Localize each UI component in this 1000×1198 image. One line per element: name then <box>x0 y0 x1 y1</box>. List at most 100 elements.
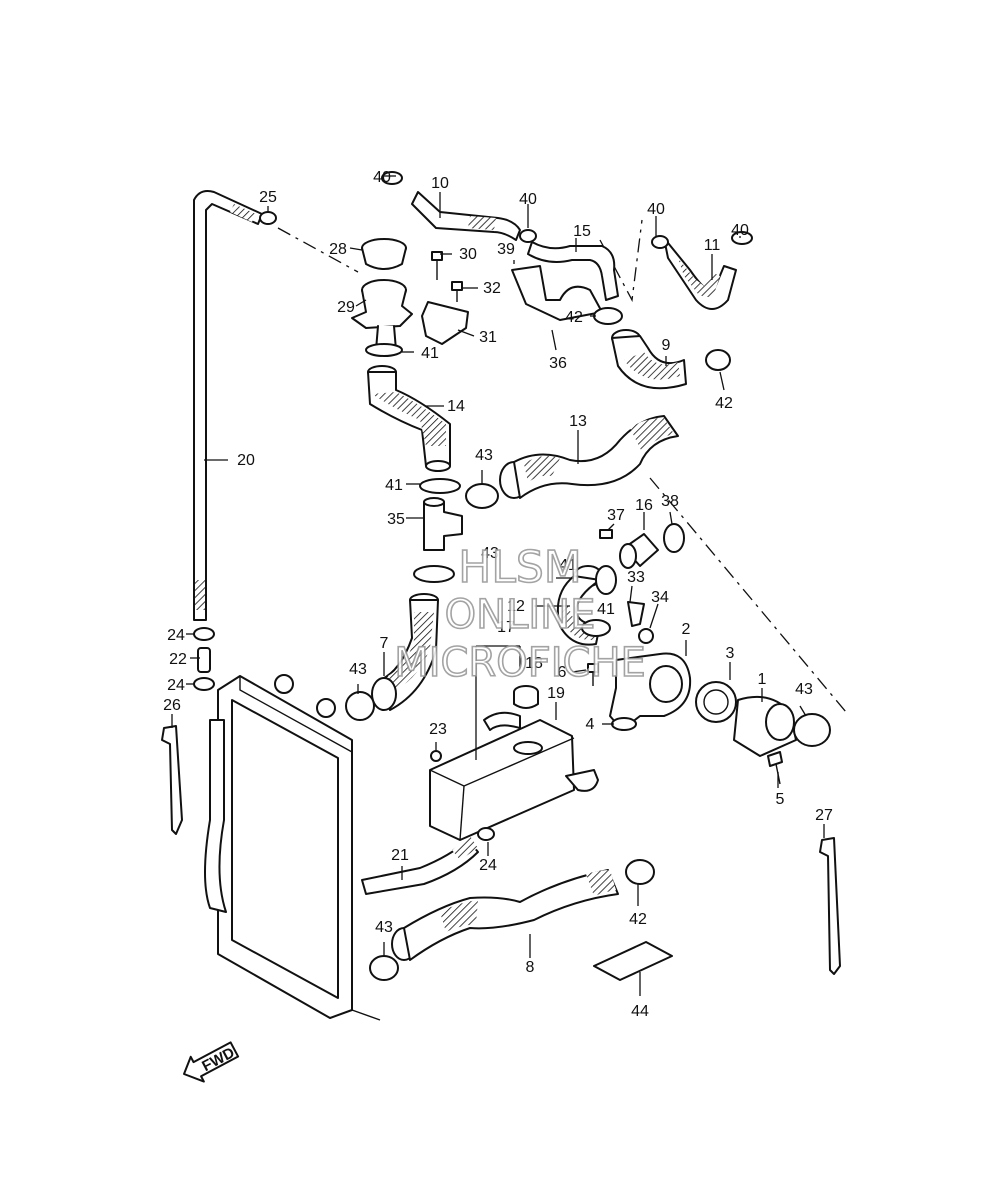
reference-line-13-43 <box>649 477 847 713</box>
callout-15: 15 <box>573 223 591 240</box>
cover-1 <box>733 696 797 757</box>
callout-36: 36 <box>549 355 567 372</box>
callout-43c: 43 <box>349 661 367 678</box>
callout-9: 9 <box>662 337 671 354</box>
bolt-5 <box>767 751 783 785</box>
tube-21 <box>204 719 479 913</box>
callout-24a: 24 <box>167 627 185 644</box>
callout-24b: 24 <box>167 677 185 694</box>
hose-9 <box>611 329 687 390</box>
callout-17: 17 <box>497 619 515 636</box>
callout-44: 44 <box>631 1003 649 1020</box>
fitting-16 <box>619 533 659 569</box>
callout-23: 23 <box>429 721 447 738</box>
callout-40d: 40 <box>731 222 749 239</box>
callout-18: 18 <box>525 655 543 672</box>
bracket-31 <box>421 301 469 345</box>
hose-13 <box>499 415 679 499</box>
callout-40c: 40 <box>647 201 665 218</box>
watermark: HLSM ONLINE MICROFICHE <box>393 541 646 687</box>
callout-labels: 1 2 3 4 5 6 7 8 9 10 11 12 13 14 15 16 1… <box>163 169 833 1020</box>
hose-14 <box>367 365 451 472</box>
callout-13: 13 <box>569 413 587 430</box>
callout-37: 37 <box>607 507 625 524</box>
callout-39: 39 <box>497 241 515 258</box>
o-ring-4 <box>611 717 637 731</box>
hose-7 <box>371 593 439 711</box>
hose-10 <box>411 191 521 241</box>
callout-6: 6 <box>558 664 567 681</box>
callout-34: 34 <box>651 589 669 606</box>
callout-25: 25 <box>259 189 277 206</box>
fwd-arrow: FWD <box>183 1041 240 1083</box>
label-44 <box>593 941 673 981</box>
sensor-33 <box>627 601 645 627</box>
callout-38: 38 <box>661 493 679 510</box>
tube-22 <box>197 647 211 673</box>
callout-16: 16 <box>635 497 653 514</box>
reservoir-17 <box>429 719 575 841</box>
callout-42c: 42 <box>629 911 647 928</box>
callout-7: 7 <box>380 635 389 652</box>
housing-29 <box>351 279 413 351</box>
callout-40a: 40 <box>373 169 391 186</box>
bolts-30-32 <box>431 251 463 302</box>
watermark-line-3: MICROFICHE <box>394 640 646 686</box>
o-ring-38 <box>663 523 685 553</box>
hose-11 <box>663 237 737 310</box>
callout-29: 29 <box>337 299 355 316</box>
callout-2: 2 <box>682 621 691 638</box>
callout-26: 26 <box>163 697 181 714</box>
callout-32: 32 <box>483 280 501 297</box>
callout-43a: 43 <box>475 447 493 464</box>
callout-1: 1 <box>758 671 767 688</box>
cap-28 <box>361 238 407 270</box>
callout-43d: 43 <box>795 681 813 698</box>
radiator <box>217 674 381 1021</box>
fitting-35 <box>423 497 463 551</box>
bolt-6 <box>587 663 599 686</box>
callout-41a: 41 <box>421 345 439 362</box>
overflow-tube-20 <box>193 190 263 621</box>
hose-8 <box>391 869 619 961</box>
thermostat-3 <box>695 681 737 723</box>
callout-20: 20 <box>237 452 255 469</box>
callout-41b: 41 <box>385 477 403 494</box>
callout-35: 35 <box>387 511 405 528</box>
watermark-line-2: ONLINE <box>445 592 596 638</box>
washer-34 <box>638 628 654 644</box>
callout-42b: 42 <box>715 395 733 412</box>
clamps <box>193 171 831 981</box>
watermark-line-1: HLSM <box>458 542 582 593</box>
callout-5: 5 <box>776 791 785 808</box>
housing-2 <box>609 652 692 731</box>
callout-8: 8 <box>526 959 535 976</box>
callout-43e: 43 <box>375 919 393 936</box>
callout-40b: 40 <box>519 191 537 208</box>
clip-26 <box>161 725 183 835</box>
callout-24c: 24 <box>479 857 497 874</box>
callout-21: 21 <box>391 847 409 864</box>
callout-14: 14 <box>447 398 465 415</box>
callout-22: 22 <box>169 651 187 668</box>
callout-3: 3 <box>726 645 735 662</box>
callout-30: 30 <box>459 246 477 263</box>
callout-19: 19 <box>547 685 565 702</box>
callout-10: 10 <box>431 175 449 192</box>
leader-lines <box>171 175 825 996</box>
callout-41d: 41 <box>597 601 615 618</box>
clip-27 <box>819 837 841 975</box>
callout-33: 33 <box>627 569 645 586</box>
bolt-23 <box>430 750 442 762</box>
callout-4: 4 <box>586 716 595 733</box>
callout-27: 27 <box>815 807 833 824</box>
hose-19 <box>483 711 599 792</box>
callout-28: 28 <box>329 241 347 258</box>
cap-18 <box>513 685 539 709</box>
callout-41c: 41 <box>559 557 577 574</box>
callout-12: 12 <box>507 598 525 615</box>
callout-11: 11 <box>704 237 721 254</box>
bolt-37 <box>599 529 613 539</box>
callout-42a: 42 <box>565 309 583 326</box>
